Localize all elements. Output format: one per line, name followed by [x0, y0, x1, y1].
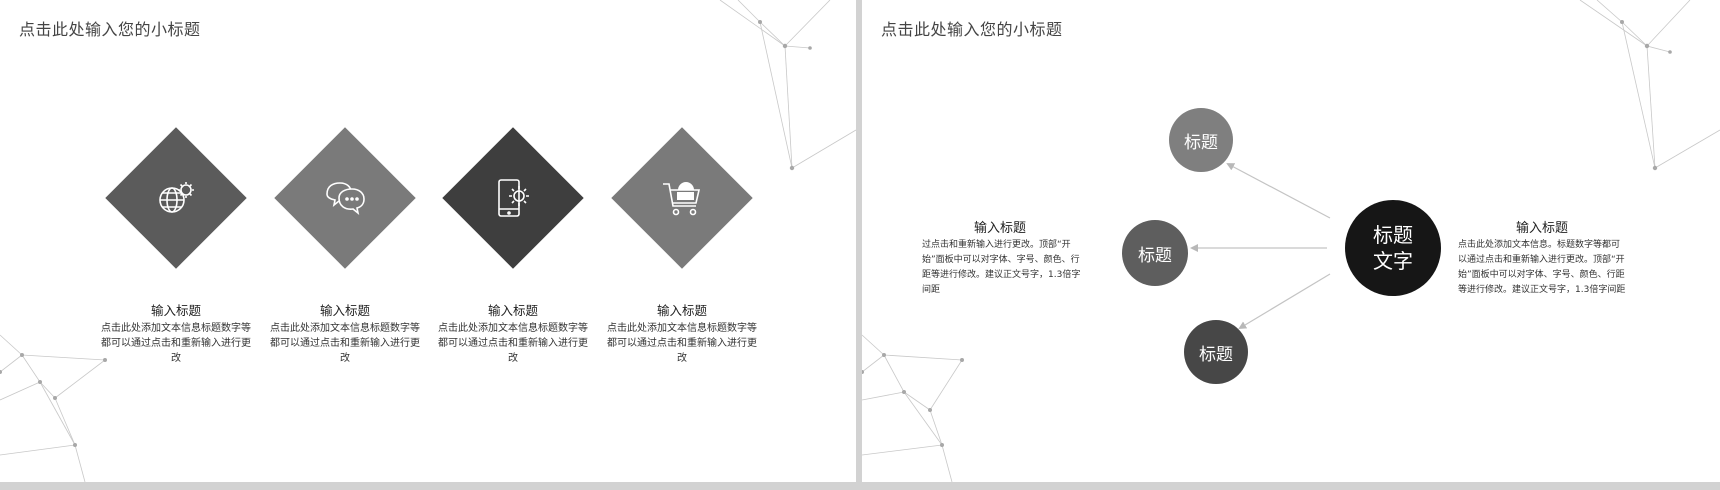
center-label-line2: 文字 — [1373, 249, 1413, 273]
right-block-title[interactable]: 输入标题 — [1515, 221, 1568, 236]
title-circle[interactable]: 标题 — [1169, 108, 1233, 172]
title-circle[interactable]: 标题 — [1184, 320, 1248, 384]
slide-subtitle[interactable]: 点击此处输入您的小标题 — [881, 20, 1063, 39]
circle-label: 标题 — [1199, 344, 1233, 365]
card-title[interactable]: 输入标题 — [487, 303, 538, 318]
left-block-title[interactable]: 输入标题 — [973, 221, 1026, 236]
right-block-text[interactable]: 点击此处添加文本信息。标题数字等都可以通过点击和重新输入进行更改。顶部“开始”面… — [1458, 240, 1626, 295]
slide-left[interactable]: 点击此处输入您的小标题 输入标题 点击此处添加文本信息标题数字等都可以通过点击和… — [0, 0, 856, 482]
card-title[interactable]: 输入标题 — [319, 303, 370, 318]
network-decoration — [0, 0, 856, 482]
circle-label: 标题 — [1184, 132, 1218, 153]
card-title[interactable]: 输入标题 — [656, 303, 707, 318]
globe-gear-icon — [159, 182, 194, 213]
connector-arrows — [1190, 163, 1331, 330]
card-text[interactable]: 点击此处添加文本信息标题数字等都可以通过点击和重新输入进行更改 — [438, 323, 588, 364]
card-text[interactable]: 点击此处添加文本信息标题数字等都可以通过点击和重新输入进行更改 — [270, 323, 420, 364]
shopping-cart-icon — [663, 182, 701, 216]
left-block-text[interactable]: 过点击和重新输入进行更改。顶部“开始”面板中可以对字体、字号、颜色、行距等进行修… — [922, 240, 1081, 295]
title-circle[interactable]: 标题 — [1122, 220, 1188, 286]
phone-gear-icon — [498, 179, 529, 217]
center-circle[interactable]: 标题 文字 — [1345, 200, 1441, 296]
card-title[interactable]: 输入标题 — [150, 303, 201, 318]
center-label-line1: 标题 — [1373, 223, 1413, 247]
chat-bubbles-icon — [326, 182, 365, 215]
network-decoration — [862, 0, 1720, 482]
card-text[interactable]: 点击此处添加文本信息标题数字等都可以通过点击和重新输入进行更改 — [101, 323, 251, 364]
card-text[interactable]: 点击此处添加文本信息标题数字等都可以通过点击和重新输入进行更改 — [607, 323, 757, 364]
slide-subtitle[interactable]: 点击此处输入您的小标题 — [19, 20, 201, 39]
slide-right[interactable]: 点击此处输入您的小标题 标题 标题 标题 标题 文字 输入标题 过点击和重新输入… — [862, 0, 1720, 482]
circle-label: 标题 — [1138, 245, 1172, 266]
